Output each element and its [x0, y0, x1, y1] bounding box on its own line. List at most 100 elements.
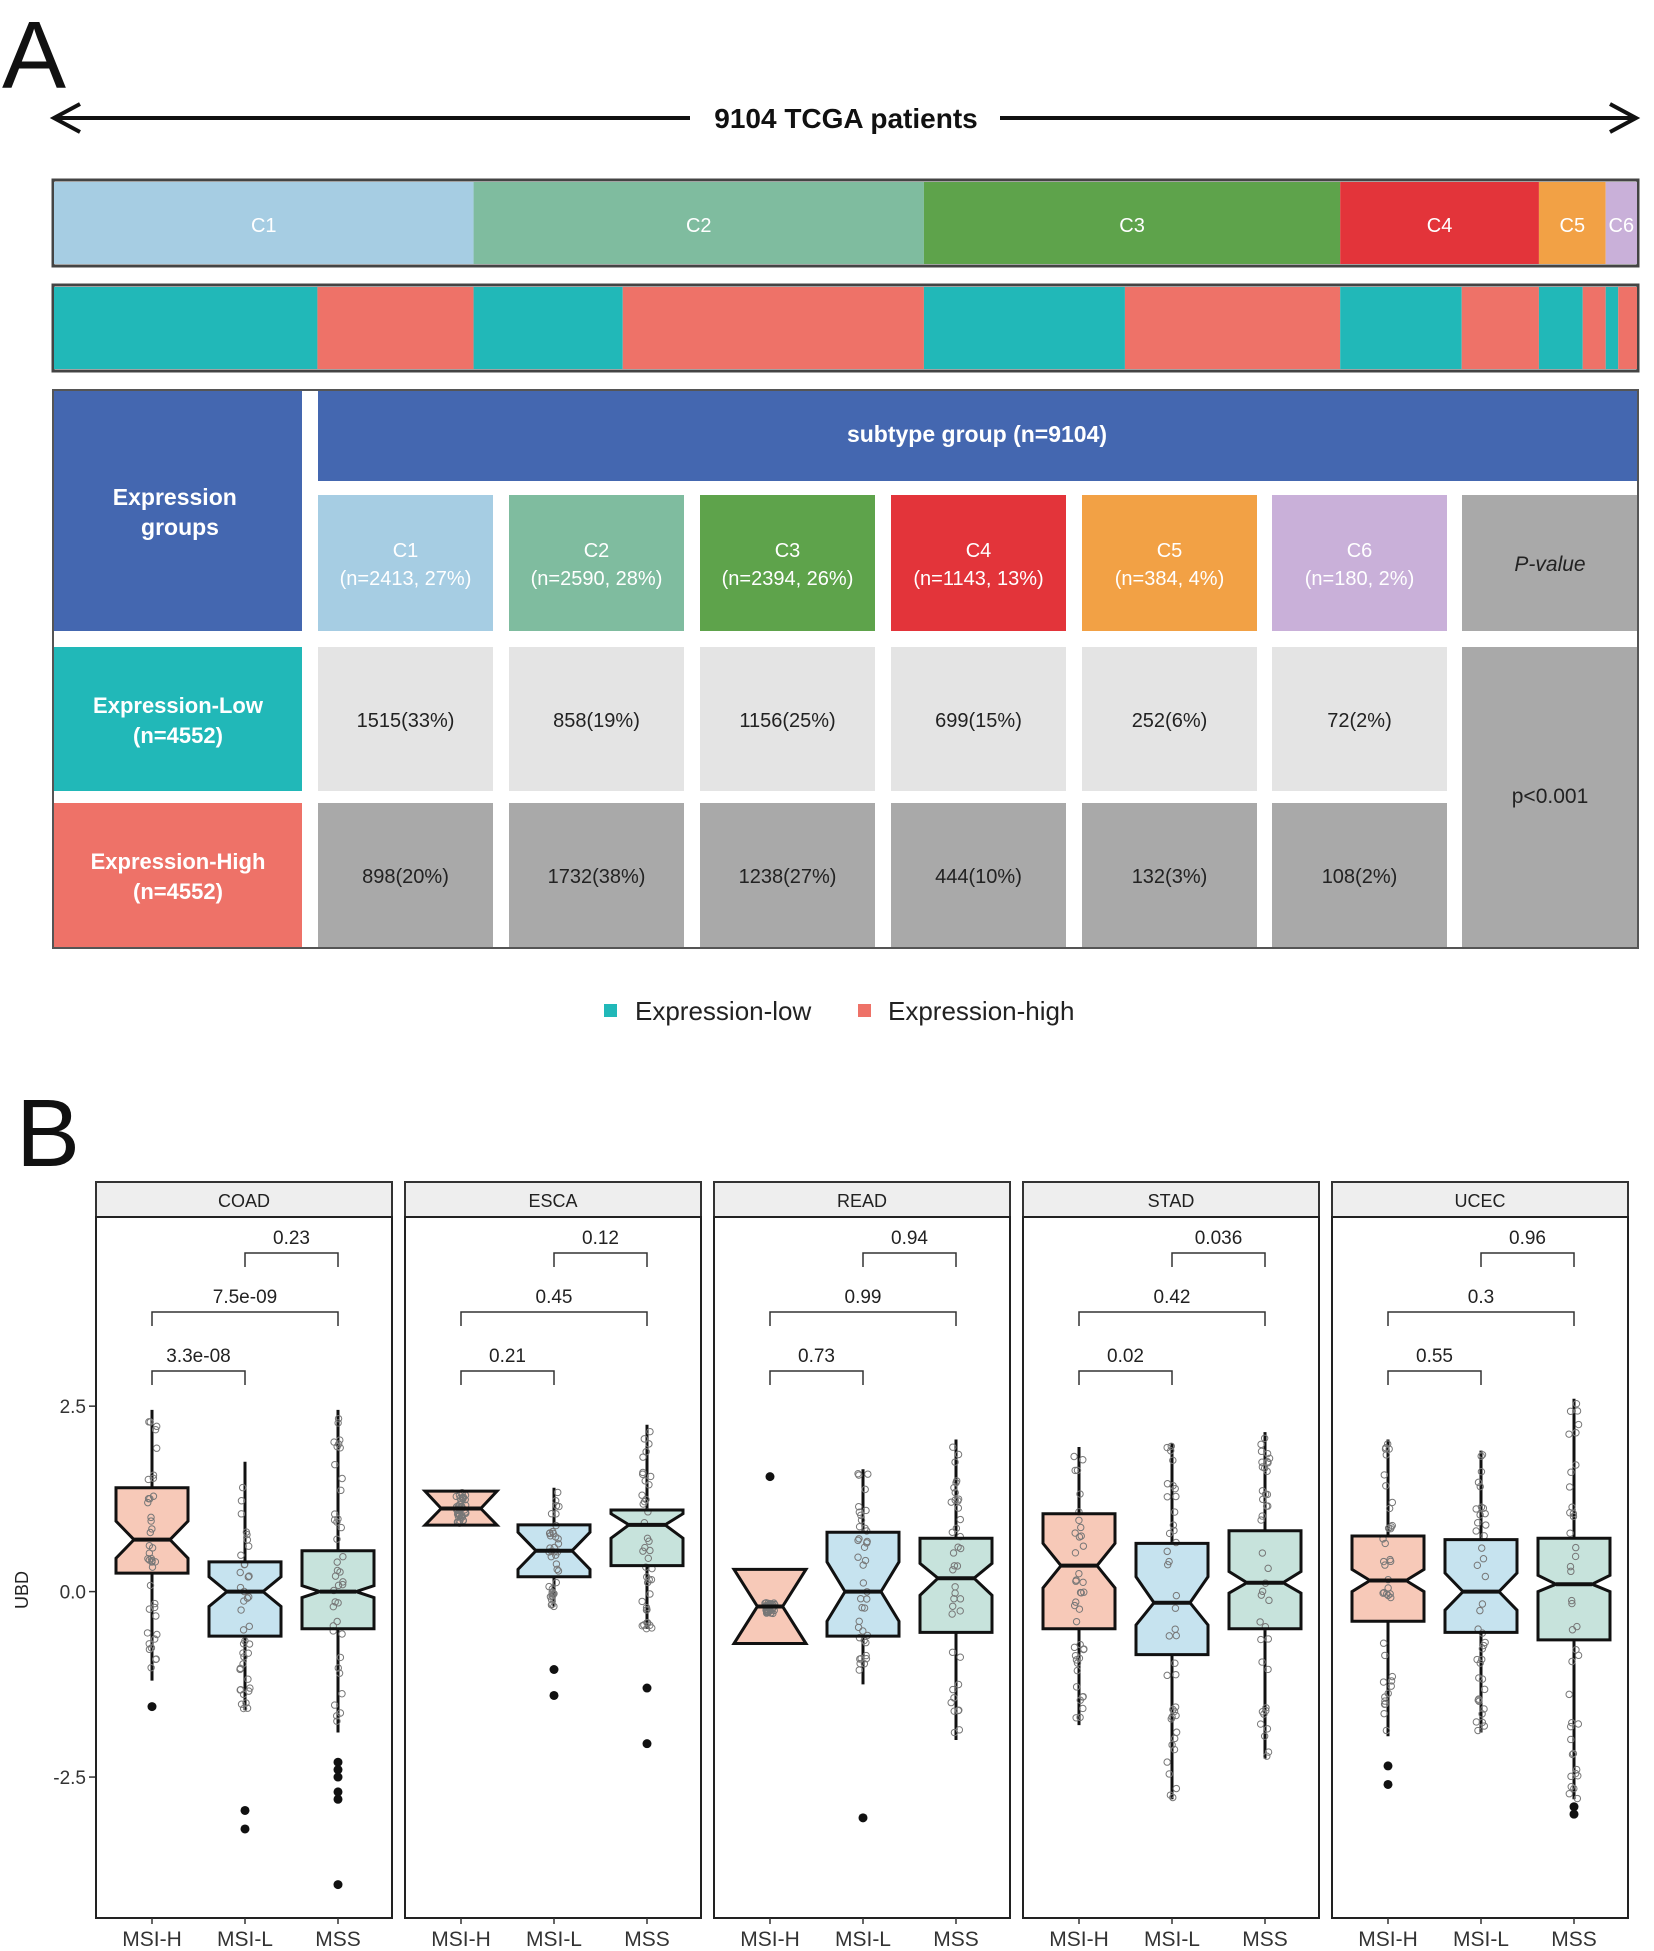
- data-point: [456, 1517, 464, 1525]
- data-point: [237, 1497, 246, 1505]
- data-point: [330, 1701, 339, 1709]
- table-cell: [318, 803, 493, 947]
- subtype-segment-label: C3: [1119, 215, 1145, 237]
- data-point: [1387, 1523, 1395, 1531]
- data-point: [1166, 1447, 1175, 1455]
- data-point: [457, 1513, 465, 1521]
- data-point: [239, 1704, 248, 1713]
- data-point: [329, 1602, 338, 1611]
- data-point: [546, 1532, 555, 1540]
- data-point: [334, 1440, 343, 1448]
- facet-title: COAD: [218, 1191, 270, 1211]
- box-outline: [1350, 1534, 1426, 1623]
- data-point: [244, 1675, 252, 1683]
- data-point: [1568, 1719, 1576, 1727]
- data-point: [244, 1649, 253, 1657]
- data-point: [1070, 1643, 1079, 1652]
- data-point: [552, 1502, 561, 1510]
- data-point: [1384, 1524, 1393, 1532]
- data-point: [763, 1607, 771, 1616]
- outlier-point: [333, 1787, 343, 1797]
- facet-title: STAD: [1148, 1191, 1195, 1211]
- box-msi-h: [421, 1489, 501, 1527]
- data-point: [1384, 1689, 1392, 1698]
- table-cell: [700, 647, 875, 791]
- data-point: [854, 1553, 862, 1561]
- data-point: [146, 1528, 155, 1537]
- data-point: [548, 1592, 557, 1600]
- box-fill: [827, 1532, 899, 1637]
- data-point: [1478, 1675, 1487, 1683]
- data-point: [863, 1595, 871, 1603]
- legend-label-low: Expression-low: [635, 996, 812, 1026]
- data-point: [462, 1509, 470, 1517]
- pvalue-bracket: [769, 1311, 957, 1326]
- pvalue-header-label: P-value: [1514, 553, 1585, 576]
- data-point: [1076, 1588, 1085, 1597]
- data-point: [1571, 1552, 1580, 1561]
- data-point: [862, 1654, 871, 1663]
- x-tick-label: MSI-L: [835, 1928, 891, 1951]
- data-point: [862, 1506, 870, 1515]
- data-point: [953, 1562, 962, 1570]
- data-point: [1257, 1516, 1265, 1524]
- data-point: [1381, 1539, 1389, 1548]
- pvalue-label: 0.23: [273, 1228, 310, 1249]
- data-point: [1387, 1682, 1395, 1690]
- pvalue-bracket: [460, 1370, 555, 1385]
- pvalue-label: 0.96: [1509, 1228, 1546, 1249]
- data-point: [643, 1606, 651, 1614]
- data-point: [1257, 1635, 1265, 1644]
- table-cell-value: 252(6%): [1132, 710, 1208, 732]
- data-point: [1172, 1670, 1180, 1679]
- data-point: [330, 1510, 339, 1518]
- data-point: [1384, 1575, 1392, 1584]
- data-point: [1260, 1710, 1268, 1718]
- data-point: [762, 1603, 771, 1611]
- data-point: [457, 1503, 465, 1511]
- group-header-label: subtype group (n=9104): [847, 421, 1107, 447]
- data-point: [243, 1530, 251, 1539]
- data-point: [1382, 1726, 1391, 1735]
- data-point: [240, 1597, 248, 1605]
- data-point: [1263, 1752, 1271, 1760]
- data-point: [1071, 1549, 1080, 1557]
- data-point: [763, 1602, 771, 1610]
- data-point: [769, 1603, 777, 1612]
- data-point: [949, 1549, 958, 1557]
- data-point: [640, 1518, 649, 1527]
- data-point: [854, 1502, 863, 1511]
- facet-title: ESCA: [528, 1191, 577, 1211]
- data-point: [1379, 1589, 1387, 1597]
- patients-header: 9104 TCGA patients: [714, 103, 977, 134]
- data-point: [1478, 1718, 1487, 1727]
- outlier-point: [1569, 1809, 1579, 1819]
- box-msi-l: [516, 1487, 592, 1700]
- data-point: [551, 1533, 560, 1541]
- data-point: [1076, 1490, 1084, 1498]
- data-point: [334, 1581, 343, 1590]
- data-point: [764, 1606, 772, 1615]
- data-point: [145, 1549, 154, 1557]
- x-tick-label: MSI-H: [431, 1928, 491, 1951]
- data-point: [1386, 1524, 1395, 1533]
- data-point: [1475, 1674, 1483, 1682]
- data-point: [547, 1552, 555, 1561]
- data-point: [855, 1666, 863, 1674]
- data-point: [338, 1690, 346, 1698]
- data-point: [768, 1606, 776, 1614]
- data-point: [545, 1548, 553, 1556]
- data-point: [857, 1654, 865, 1663]
- data-point: [1264, 1502, 1272, 1510]
- data-point: [1472, 1527, 1480, 1535]
- data-point: [639, 1453, 647, 1461]
- data-point: [950, 1707, 958, 1715]
- data-point: [458, 1489, 466, 1497]
- data-point: [1382, 1482, 1390, 1490]
- pvalue-label: 0.12: [582, 1228, 619, 1249]
- data-point: [639, 1468, 647, 1477]
- data-point: [1072, 1576, 1080, 1584]
- facet-panel-border: [713, 1216, 1011, 1919]
- box-fill: [1352, 1535, 1424, 1622]
- data-point: [1574, 1651, 1583, 1660]
